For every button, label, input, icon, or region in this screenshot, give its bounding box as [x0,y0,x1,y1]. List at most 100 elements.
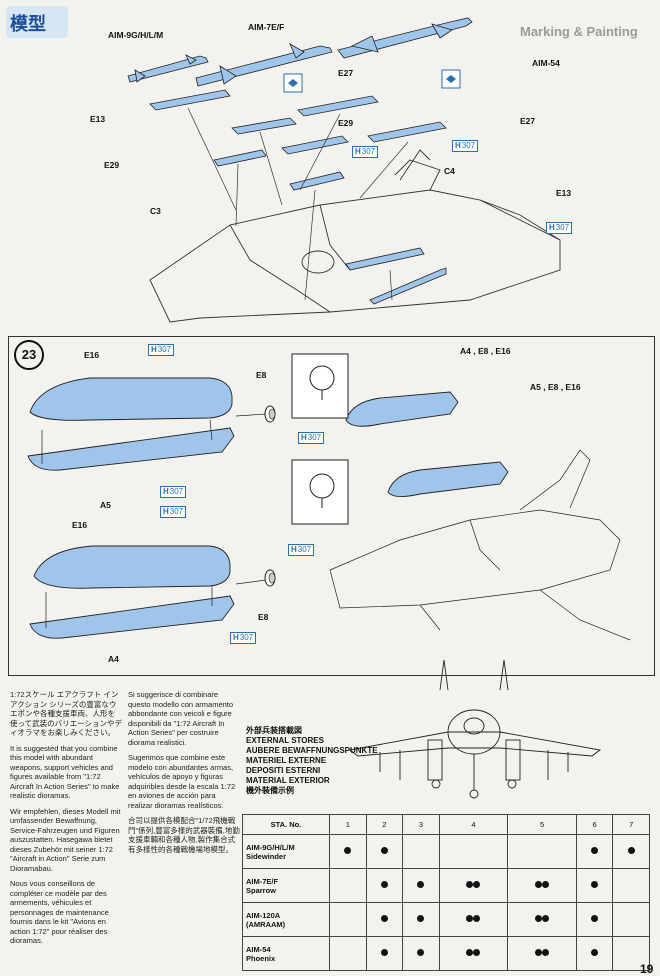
station-6: 6 [575,814,614,835]
caption-fr: Nous vous conseillons de compléter ce mo… [10,879,109,945]
fuel-tank-e16a [29,377,233,421]
store-dot [466,915,474,922]
paint-code-h307: H307 [546,222,573,234]
store-dot [535,915,543,922]
station-cell [402,834,440,869]
label-e16b: E16 [72,520,88,530]
caption-it: Si suggerisce di combinare questo modell… [128,690,234,747]
stores-header-cell: STA. No. [242,814,330,835]
step22-illustration [127,17,561,323]
label-e27b: E27 [520,116,536,126]
station-cell [612,936,650,971]
paint-code-h307: H307 [160,486,187,498]
store-dot [473,915,481,922]
station-cell [365,936,404,971]
pylon-e29b [281,135,349,155]
stand-e8a [264,405,276,423]
store-dot [591,949,599,956]
station-2: 2 [365,814,404,835]
label-e13a: E13 [90,114,106,124]
aim9-lower [369,267,447,305]
stores-title-en: EXTERNAL STORES [246,736,324,745]
paint-code-h307: H307 [230,632,257,644]
station-5: 5 [507,814,577,835]
store-dot [591,915,599,922]
store-dot [417,949,425,956]
stores-title-it: DEPOSITI ESTERNI [246,766,321,775]
station-cell [329,902,367,937]
station-cell [575,902,614,937]
store-dot [417,915,425,922]
station-cell [329,868,367,903]
station-cell [612,902,650,937]
aim9-missile [127,54,209,83]
station-cell [438,902,509,937]
stores-title-de: AUBERE BEWAFFNUNGSPUNKTE [246,746,378,755]
pylon-e29a [231,117,297,135]
label-a4: A4 [108,654,119,664]
station-cell [507,868,577,903]
arrows-icon-b [441,69,461,89]
aim7-missile [195,43,333,87]
stores-title-block: 外部兵装搭載図 EXTERNAL STORES AUBERE BEWAFFNUN… [246,726,378,796]
label-aim54: AIM-54 [532,58,560,68]
store-dot [473,949,481,956]
caption-jp: 1:72スケール エアクラフト インアクション シリーズの豊富なウエポンや各種支… [10,690,122,737]
stores-title-fr: MATERIEL EXTERNE [246,756,327,765]
store-dot [417,881,425,888]
label-e13b: E13 [556,188,572,198]
store-dot [535,949,543,956]
step23-illustration [27,353,631,641]
label-callout1: A4 , E8 , E16 [460,346,511,356]
station-cell [329,936,367,971]
store-dot [591,881,599,888]
pylon-e13b [345,247,425,271]
mounted-tank-b [387,461,509,497]
store-dot [380,881,388,888]
store-dot [627,847,635,854]
label-e29b: E29 [104,160,120,170]
label-aim9: AIM-9G/H/L/M [108,30,164,40]
store-dot [591,847,599,854]
store-dot [380,847,388,854]
pylon-e27a [297,95,379,117]
station-cell [438,834,509,869]
detail-inset-a [291,353,349,419]
pylon-e27b [367,121,447,143]
store-dot [473,881,481,888]
label-e16a: E16 [84,350,100,360]
station-cell [438,936,509,971]
store-dot [466,949,474,956]
store-dot [466,881,474,888]
station-1: 1 [329,814,367,835]
station-4: 4 [438,814,509,835]
station-cell [329,834,367,869]
station-cell [438,868,509,903]
station-cell [402,868,440,903]
station-cell [612,868,650,903]
caption-en: It is suggested that you combine this mo… [10,743,120,801]
label-c3: C3 [150,206,161,216]
label-a5: A5 [100,500,111,510]
station-7: 7 [612,814,650,835]
station-cell [507,834,577,869]
store-dot [542,949,550,956]
fuel-tank-half-a5 [27,427,235,471]
stand-e8b [264,569,276,587]
aim54-missile [337,17,473,59]
store-dot [380,915,388,922]
fuel-tank-half-a4 [29,595,235,639]
pylon-e13a [149,89,231,111]
label-aim7: AIM-7E/F [248,22,285,32]
table-row: AIM-120A(AMRAAM) [242,902,650,937]
station-cell [365,868,404,903]
label-e27a: E27 [338,68,354,78]
caption-de: Wir empfehlen, dieses Modell mit umfasse… [10,806,121,873]
label-c4: C4 [444,166,455,176]
